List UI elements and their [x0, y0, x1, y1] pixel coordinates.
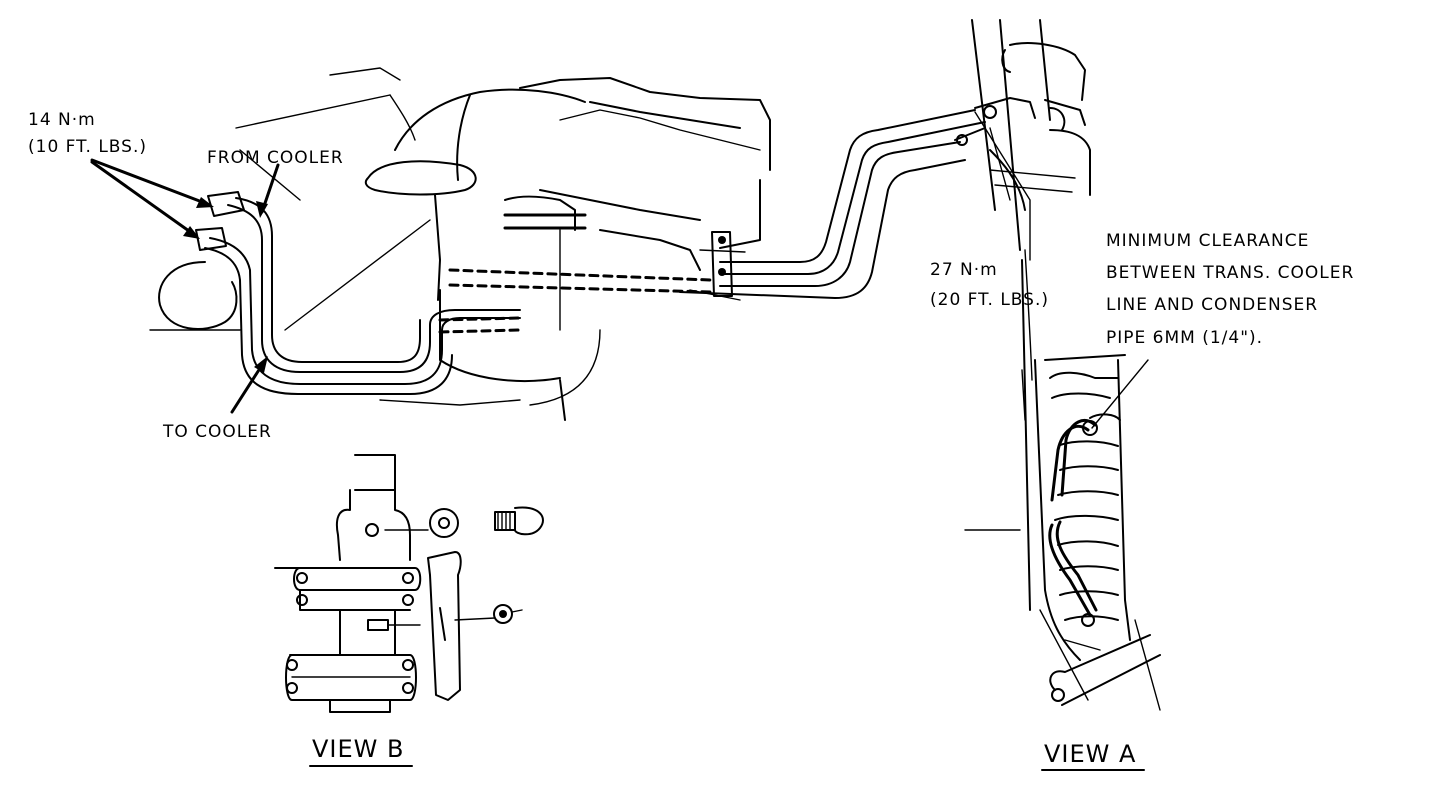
engine-transmission-drawing	[149, 67, 771, 421]
torque-label-20ftlbs: (20 FT. LBS.)	[930, 290, 1049, 310]
view-a-drawing	[964, 249, 1161, 711]
torque-label-10ftlbs: (10 FT. LBS.)	[28, 137, 147, 157]
leader-arrows	[90, 111, 1149, 429]
cooler-lines	[195, 109, 986, 395]
view-a-title: VIEW A	[1044, 740, 1136, 768]
text-labels: 14 N·m (10 FT. LBS.) FROM COOLER TO COOL…	[28, 110, 1354, 771]
view-b-title: VIEW B	[312, 735, 404, 763]
view-b-drawing	[274, 454, 544, 713]
clearance-note-line-2: BETWEEN TRANS. COOLER	[1106, 263, 1354, 283]
to-cooler-label: TO COOLER	[162, 422, 272, 442]
radiator-upper	[954, 19, 1091, 251]
clearance-note-line-4: PIPE 6MM (1/4").	[1106, 328, 1263, 348]
torque-label-14nm: 14 N·m	[28, 110, 96, 130]
from-cooler-label: FROM COOLER	[207, 148, 344, 168]
clearance-note-line-1: MINIMUM CLEARANCE	[1106, 231, 1309, 251]
torque-label-27nm: 27 N·m	[930, 260, 998, 280]
clearance-note-line-3: LINE AND CONDENSER	[1106, 295, 1318, 315]
